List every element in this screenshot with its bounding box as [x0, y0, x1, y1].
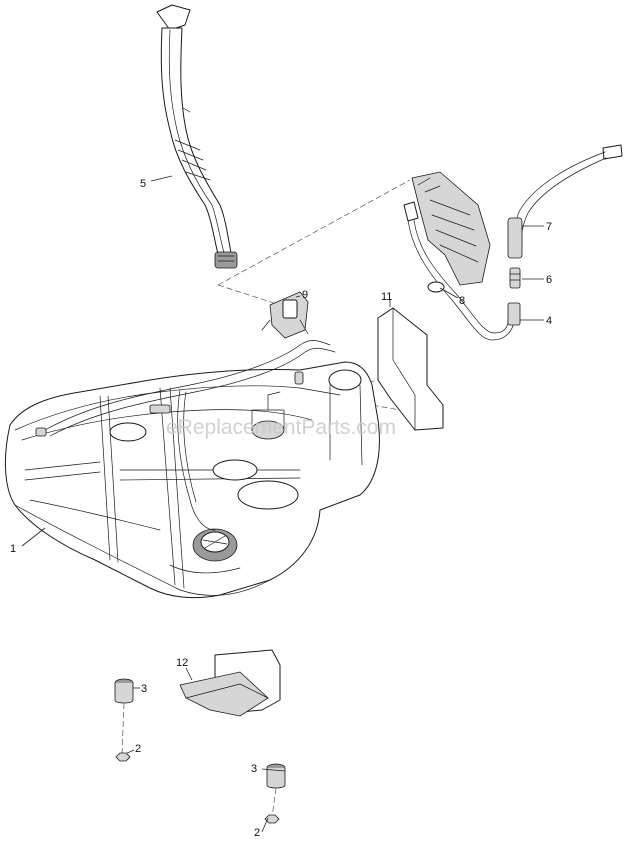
bracket-assembly[interactable] — [411, 171, 491, 286]
callout-3-lower: 3 — [251, 763, 257, 775]
watermark-text: eReplacementParts.com — [166, 416, 396, 439]
callout-labels: 1 2 2 3 3 4 5 6 7 8 9 11 12 — [10, 178, 552, 839]
callout-11: 11 — [381, 291, 392, 303]
bumper-upper[interactable] — [114, 678, 134, 756]
callout-leaders — [21, 175, 544, 833]
vent-hose[interactable] — [507, 144, 623, 259]
callout-8: 8 — [459, 295, 465, 307]
vent-hose-line[interactable] — [403, 201, 521, 341]
tank-pad[interactable] — [179, 649, 281, 717]
callout-2-lower: 2 — [254, 827, 260, 839]
callout-12: 12 — [176, 657, 188, 669]
callout-9: 9 — [302, 289, 308, 301]
callout-2-upper: 2 — [135, 743, 141, 755]
nut-upper[interactable] — [115, 752, 131, 762]
callout-3-upper: 3 — [141, 683, 147, 695]
fuel-tank[interactable] — [4, 340, 380, 599]
callout-7: 7 — [546, 221, 552, 233]
callout-1: 1 — [10, 543, 16, 555]
hose-connector[interactable] — [509, 267, 521, 289]
filler-neck-hose[interactable] — [156, 4, 238, 269]
heat-shield-plate[interactable] — [377, 307, 444, 431]
callout-5: 5 — [140, 178, 146, 190]
vent-valve[interactable] — [261, 291, 309, 339]
bumper-lower[interactable] — [266, 763, 286, 819]
nut-lower[interactable] — [264, 814, 280, 824]
callout-4: 4 — [546, 315, 552, 327]
callout-6: 6 — [546, 274, 552, 286]
